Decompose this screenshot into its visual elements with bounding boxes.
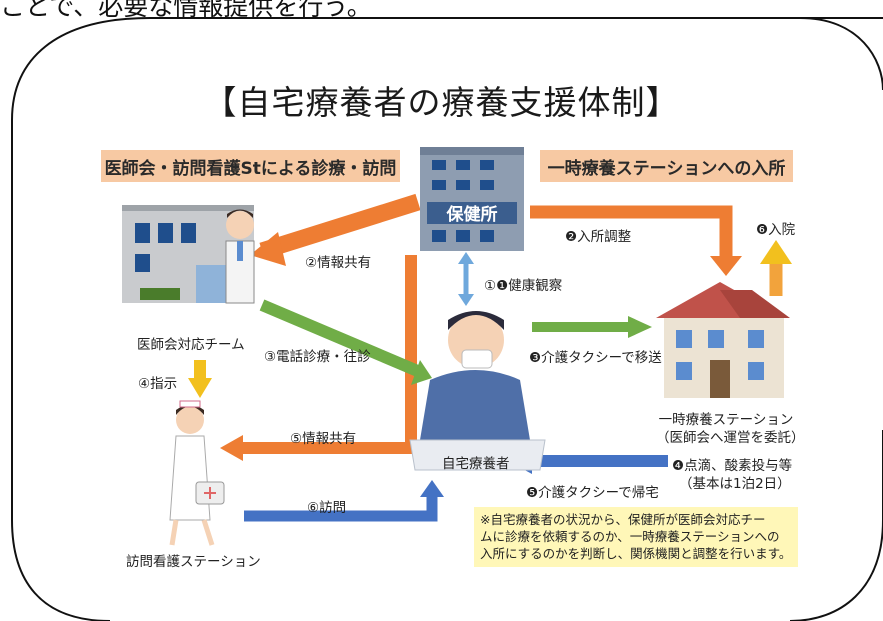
- nurse-icon: [169, 400, 225, 546]
- note-line: ムに診療を依頼するのか、一時療養ステーションへの: [480, 529, 780, 544]
- label-home-patient: 自宅療養者: [442, 456, 510, 472]
- label-temp-station-note: （医師会へ運営を委託）: [656, 430, 805, 446]
- label-visit: ⑥訪問: [307, 500, 347, 516]
- arrow-admission-coord: [530, 205, 733, 258]
- arrow-visit: [244, 496, 438, 522]
- health-center-label: 保健所: [446, 204, 498, 225]
- label-visiting-nurse: 訪問看護ステーション: [126, 554, 261, 570]
- label-health-observation: ①❶健康観察: [484, 278, 563, 294]
- band-left: 医師会・訪問看護Stによる診療・訪問: [101, 150, 400, 182]
- label-doctor-team: 医師会対応チーム: [137, 337, 245, 353]
- note-line: ※自宅療養者の状況から、保健所が医師会対応チー: [480, 512, 766, 527]
- label-hospitalization: ❻入院: [756, 222, 796, 238]
- note-box: ※自宅療養者の状況から、保健所が医師会対応チー ムに診療を依頼するのか、一時療養…: [474, 507, 798, 567]
- top-text: ことで、必要な情報提供を行う。: [0, 0, 372, 21]
- arrow-phone-consult: [259, 299, 423, 378]
- note-line: 入所にするのかを判断し、関係機関と調整を行います。: [480, 546, 792, 561]
- patient-icon: [409, 311, 546, 471]
- label-temp-station: 一時療養ステーション: [658, 412, 794, 428]
- temp-station-house: [656, 282, 790, 398]
- arrowhead-care-taxi: [628, 316, 652, 338]
- label-instruction: ④指示: [138, 376, 178, 392]
- arrowhead-phone-consult: [411, 360, 432, 385]
- health-center-building: [420, 147, 524, 251]
- arrow-info-share-to-team: [259, 193, 421, 260]
- arrowhead-info-share-5: [220, 435, 243, 461]
- label-drip-oxygen: ❹点滴、酸素投与等: [672, 458, 793, 474]
- arrowhead-info-share: [250, 232, 286, 266]
- arrowhead-hospitalization: [760, 240, 792, 264]
- doctor-icon: [225, 209, 255, 304]
- band-right: 一時療養ステーションへの入所: [540, 150, 793, 182]
- label-care-taxi-home: ❺介護タクシーで帰宅: [526, 485, 659, 501]
- diagram-title: 【自宅療養者の療養支援体制】: [203, 83, 680, 122]
- arrowhead-instruction: [188, 378, 212, 398]
- arrowhead-admission: [710, 256, 742, 276]
- label-phone-consult: ③電話診療・往診: [264, 349, 371, 365]
- label-info-share-2: ②情報共有: [305, 255, 372, 271]
- arrowhead-visit: [420, 480, 444, 497]
- label-admission-coord: ❷入所調整: [565, 229, 632, 245]
- label-info-share-5: ⑤情報共有: [290, 431, 357, 447]
- label-care-taxi-transfer: ❸介護タクシーで移送: [529, 350, 662, 366]
- label-stay-basis: （基本は1泊2日）: [679, 476, 791, 492]
